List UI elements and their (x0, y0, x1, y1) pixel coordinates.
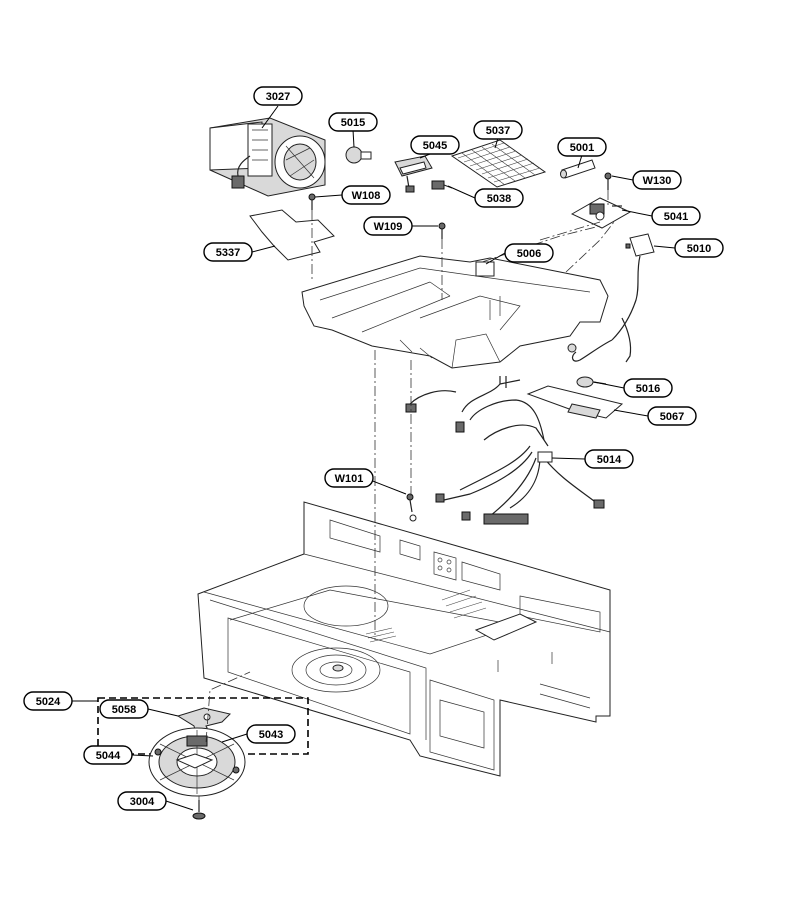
callout-bubble (647, 406, 697, 426)
callout-5010: 5010 (674, 238, 724, 258)
callout-5024: 5024 (23, 691, 73, 711)
callout-5001: 5001 (557, 137, 607, 157)
callout-label: 5058 (112, 704, 136, 716)
callout-label: W108 (352, 190, 381, 202)
callout-W130: W130 (632, 170, 682, 190)
grease-filter (450, 139, 547, 188)
base-plate (301, 255, 609, 369)
callout-label: 5015 (341, 117, 365, 129)
callout-label: 5010 (687, 243, 711, 255)
callout-W108: W108 (341, 185, 391, 205)
callout-bubble (474, 188, 524, 208)
callout-bubble (246, 724, 296, 744)
callout-bubble (363, 216, 413, 236)
callout-bubble (584, 449, 634, 469)
callout-bubble (83, 745, 133, 765)
callout-5037: 5037 (473, 120, 523, 140)
power-cord (567, 233, 655, 363)
callout-label: 5337 (216, 247, 240, 259)
callout-label: W130 (643, 175, 672, 187)
callout-label: W101 (335, 473, 364, 485)
leader-lines (72, 105, 676, 811)
fuse (560, 159, 596, 179)
insulation-sheet (249, 209, 335, 261)
callout-W109: W109 (363, 216, 413, 236)
oven-cavity-chassis (197, 501, 611, 777)
callout-W101: W101 (324, 468, 374, 488)
callout-bubble (632, 170, 682, 190)
callout-label: 5001 (570, 142, 594, 154)
callout-label: 5024 (36, 696, 61, 708)
callout-bubble (99, 699, 149, 719)
callout-bubble (203, 242, 253, 262)
connector-5038 (431, 180, 453, 190)
callout-label: 5043 (259, 729, 283, 741)
callout-label: 5067 (660, 411, 684, 423)
lamp-socket (394, 155, 433, 193)
callout-5058: 5058 (99, 699, 149, 719)
callout-bubble (674, 238, 724, 258)
callout-5038: 5038 (474, 188, 524, 208)
callout-5041: 5041 (651, 206, 701, 226)
thermostat-bracket (526, 385, 624, 419)
callout-label: 5014 (597, 454, 622, 466)
callout-bubble (328, 112, 378, 132)
callout-5067: 5067 (647, 406, 697, 426)
callout-label: 5037 (486, 125, 510, 137)
callout-3004: 3004 (117, 791, 167, 811)
callout-5045: 5045 (410, 135, 460, 155)
callout-3027: 3027 (253, 86, 303, 106)
callout-bubble (324, 468, 374, 488)
callout-label: 5044 (96, 750, 121, 762)
callout-label: W109 (374, 221, 403, 233)
callout-label: 5045 (423, 140, 447, 152)
callout-bubble (117, 791, 167, 811)
callout-5337: 5337 (203, 242, 253, 262)
callout-5016: 5016 (623, 378, 673, 398)
lamp-bulb (345, 146, 372, 164)
screw-w108 (308, 193, 316, 210)
callout-bubble (341, 185, 391, 205)
callout-bubble (651, 206, 701, 226)
screw-w130 (604, 172, 612, 190)
callout-5015: 5015 (328, 112, 378, 132)
callout-label: 5041 (664, 211, 688, 223)
callout-bubble (557, 137, 607, 157)
thermostat (576, 376, 607, 388)
callout-label: 5006 (517, 248, 541, 260)
callout-5044: 5044 (83, 745, 133, 765)
screw-3004 (192, 800, 206, 820)
callout-bubble (253, 86, 303, 106)
alignment-lines (198, 190, 615, 800)
wire-harness (405, 376, 605, 525)
callout-label: 5016 (636, 383, 660, 395)
callout-5043: 5043 (246, 724, 296, 744)
turntable-group-box (97, 697, 309, 755)
fuse-holder-bracket (570, 197, 632, 229)
callout-5014: 5014 (584, 449, 634, 469)
callout-5006: 5006 (504, 243, 554, 263)
turntable-motor (148, 727, 246, 797)
callout-bubble (23, 691, 73, 711)
callout-label: 3004 (130, 796, 155, 808)
callout-bubble (473, 120, 523, 140)
screw-w109 (438, 222, 446, 239)
blower-motor-assembly (209, 117, 326, 197)
callout-label: 5038 (487, 193, 511, 205)
callout-bubble (504, 243, 554, 263)
callout-bubble (623, 378, 673, 398)
screw-w101 (406, 493, 417, 522)
callout-bubble (410, 135, 460, 155)
callout-label: 3027 (266, 91, 290, 103)
